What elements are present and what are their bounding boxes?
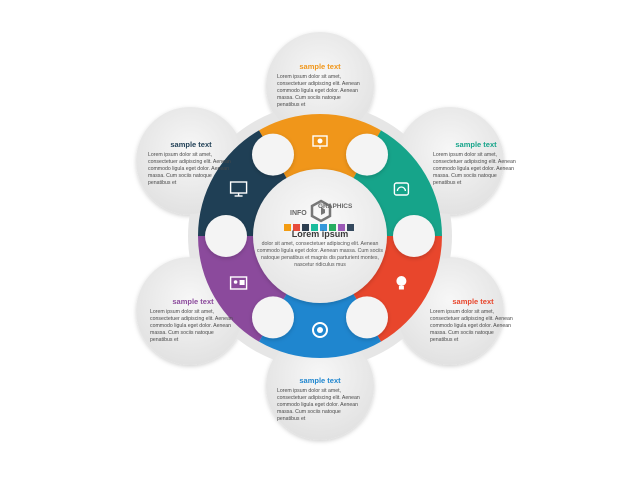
center-text-block: Lorem ipsum dolor sit amet, consectetuer… (257, 188, 383, 269)
lightbulb-icon (396, 276, 407, 290)
petal-body: Lorem ipsum dolor sit amet, consectetuer… (150, 309, 233, 344)
petal-body: Lorem ipsum dolor sit amet, consectetuer… (277, 74, 360, 109)
petal-text-bottom-right: sample text Lorem ipsum dolor sit amet, … (430, 297, 516, 344)
petal-title: sample text (299, 62, 341, 71)
petal-body: Lorem ipsum dolor sit amet, consectetuer… (148, 152, 231, 187)
ring-notch (252, 296, 294, 339)
petal-face-bottom (267, 333, 373, 439)
center-disc (253, 169, 387, 303)
camera-shutter-icon (312, 322, 328, 338)
presentation-board-icon (312, 135, 328, 149)
logo-swatch (293, 224, 300, 231)
petal-face-top (267, 33, 373, 139)
logo-hexagon-inner (321, 207, 325, 215)
logo-swatch (347, 224, 354, 231)
petal-title: sample text (170, 140, 212, 149)
petal-body: Lorem ipsum dolor sit amet, consectetuer… (277, 388, 360, 423)
petal-title: sample text (452, 297, 494, 306)
petal-text-bottom-left: sample text Lorem ipsum dolor sit amet, … (150, 297, 236, 344)
logo-swatch (338, 224, 345, 231)
logo-info-text: INFO (290, 210, 307, 217)
logo-hexagon (310, 199, 332, 223)
headphones-icon (393, 182, 410, 196)
petal-body: Lorem ipsum dolor sit amet, consectetuer… (430, 309, 513, 344)
ring-notch (252, 133, 294, 176)
segment-icons (229, 135, 410, 338)
logo-swatch (311, 224, 318, 231)
petal-body: Lorem ipsum dolor sit amet, consectetuer… (433, 152, 516, 187)
petal-title: sample text (172, 297, 214, 306)
center-title: Lorem ipsum (291, 229, 349, 239)
petal-text-bottom: sample text Lorem ipsum dolor sit amet, … (277, 376, 363, 423)
ring-notches (205, 133, 435, 339)
logo-color-swatches (284, 224, 354, 231)
monitor-icon (229, 181, 248, 197)
logo-swatch (284, 224, 291, 231)
petal-text-top-left: sample text Lorem ipsum dolor sit amet, … (148, 140, 234, 187)
ring-notch (393, 215, 435, 257)
logo-swatch (320, 224, 327, 231)
petal-text-top: sample text Lorem ipsum dolor sit amet, … (277, 62, 363, 109)
petal-title: sample text (299, 376, 341, 385)
ring-notch (346, 133, 388, 176)
petal-title: sample text (455, 140, 497, 149)
ring-notch (346, 296, 388, 339)
ring-notch (205, 215, 247, 257)
infographics-logo (310, 199, 332, 223)
logo-swatch (329, 224, 336, 231)
picture-frame-icon (229, 276, 248, 290)
logo-swatch (302, 224, 309, 231)
logo-graphics-text: GRAPHICS (318, 203, 353, 210)
center-body: dolor sit amet, consectetuer adipiscing … (257, 241, 384, 269)
petal-text-top-right: sample text Lorem ipsum dolor sit amet, … (433, 140, 519, 187)
